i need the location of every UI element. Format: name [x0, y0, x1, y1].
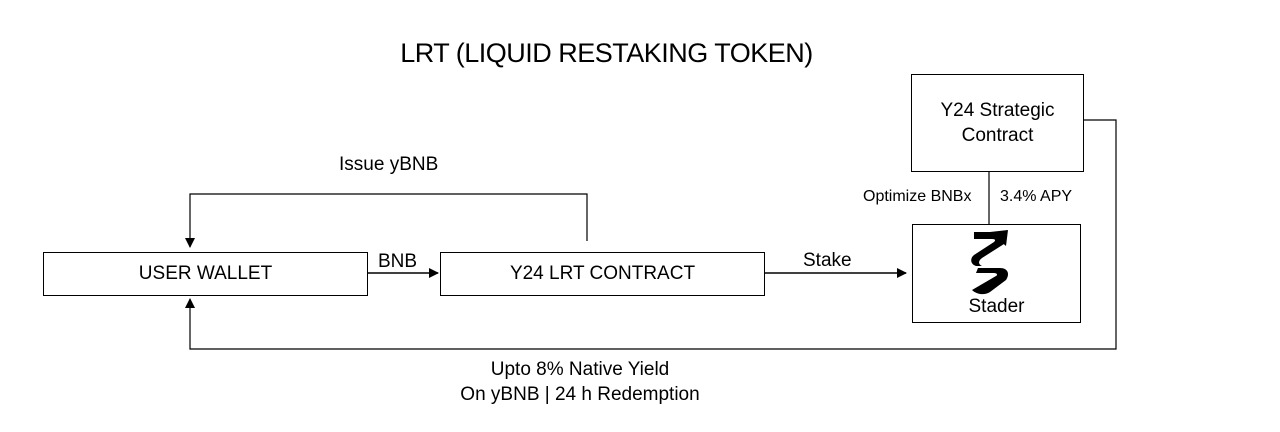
issue-ybnb-connector: [185, 193, 588, 248]
strategic-contract-label-line1: Y24 Strategic: [940, 100, 1055, 121]
stader-label: Stader: [968, 296, 1025, 317]
apy-label: 3.4% APY: [1000, 188, 1073, 205]
issue-ybnb-label: Issue yBNB: [339, 154, 439, 175]
strategic-contract-label-line2: Contract: [961, 125, 1034, 146]
lrt-contract-node: Y24 LRT CONTRACT: [440, 252, 765, 296]
user-wallet-node: USER WALLET: [43, 252, 368, 296]
yield-label-line1: Upto 8% Native Yield: [490, 359, 670, 380]
strategic-contract-node: Y24 Strategic Contract: [911, 74, 1084, 172]
lrt-contract-label: Y24 LRT CONTRACT: [509, 263, 696, 284]
bnb-label: BNB: [378, 251, 418, 272]
yield-label-line2: On yBNB | 24 h Redemption: [460, 384, 700, 405]
page-title: LRT (LIQUID RESTAKING TOKEN): [400, 38, 813, 68]
user-wallet-label: USER WALLET: [138, 263, 273, 284]
yield-connector: [185, 119, 1117, 350]
stader-logo-icon: [971, 230, 1008, 295]
stake-label: Stake: [803, 250, 852, 271]
optimize-bnbx-label: Optimize BNBx: [863, 188, 972, 205]
